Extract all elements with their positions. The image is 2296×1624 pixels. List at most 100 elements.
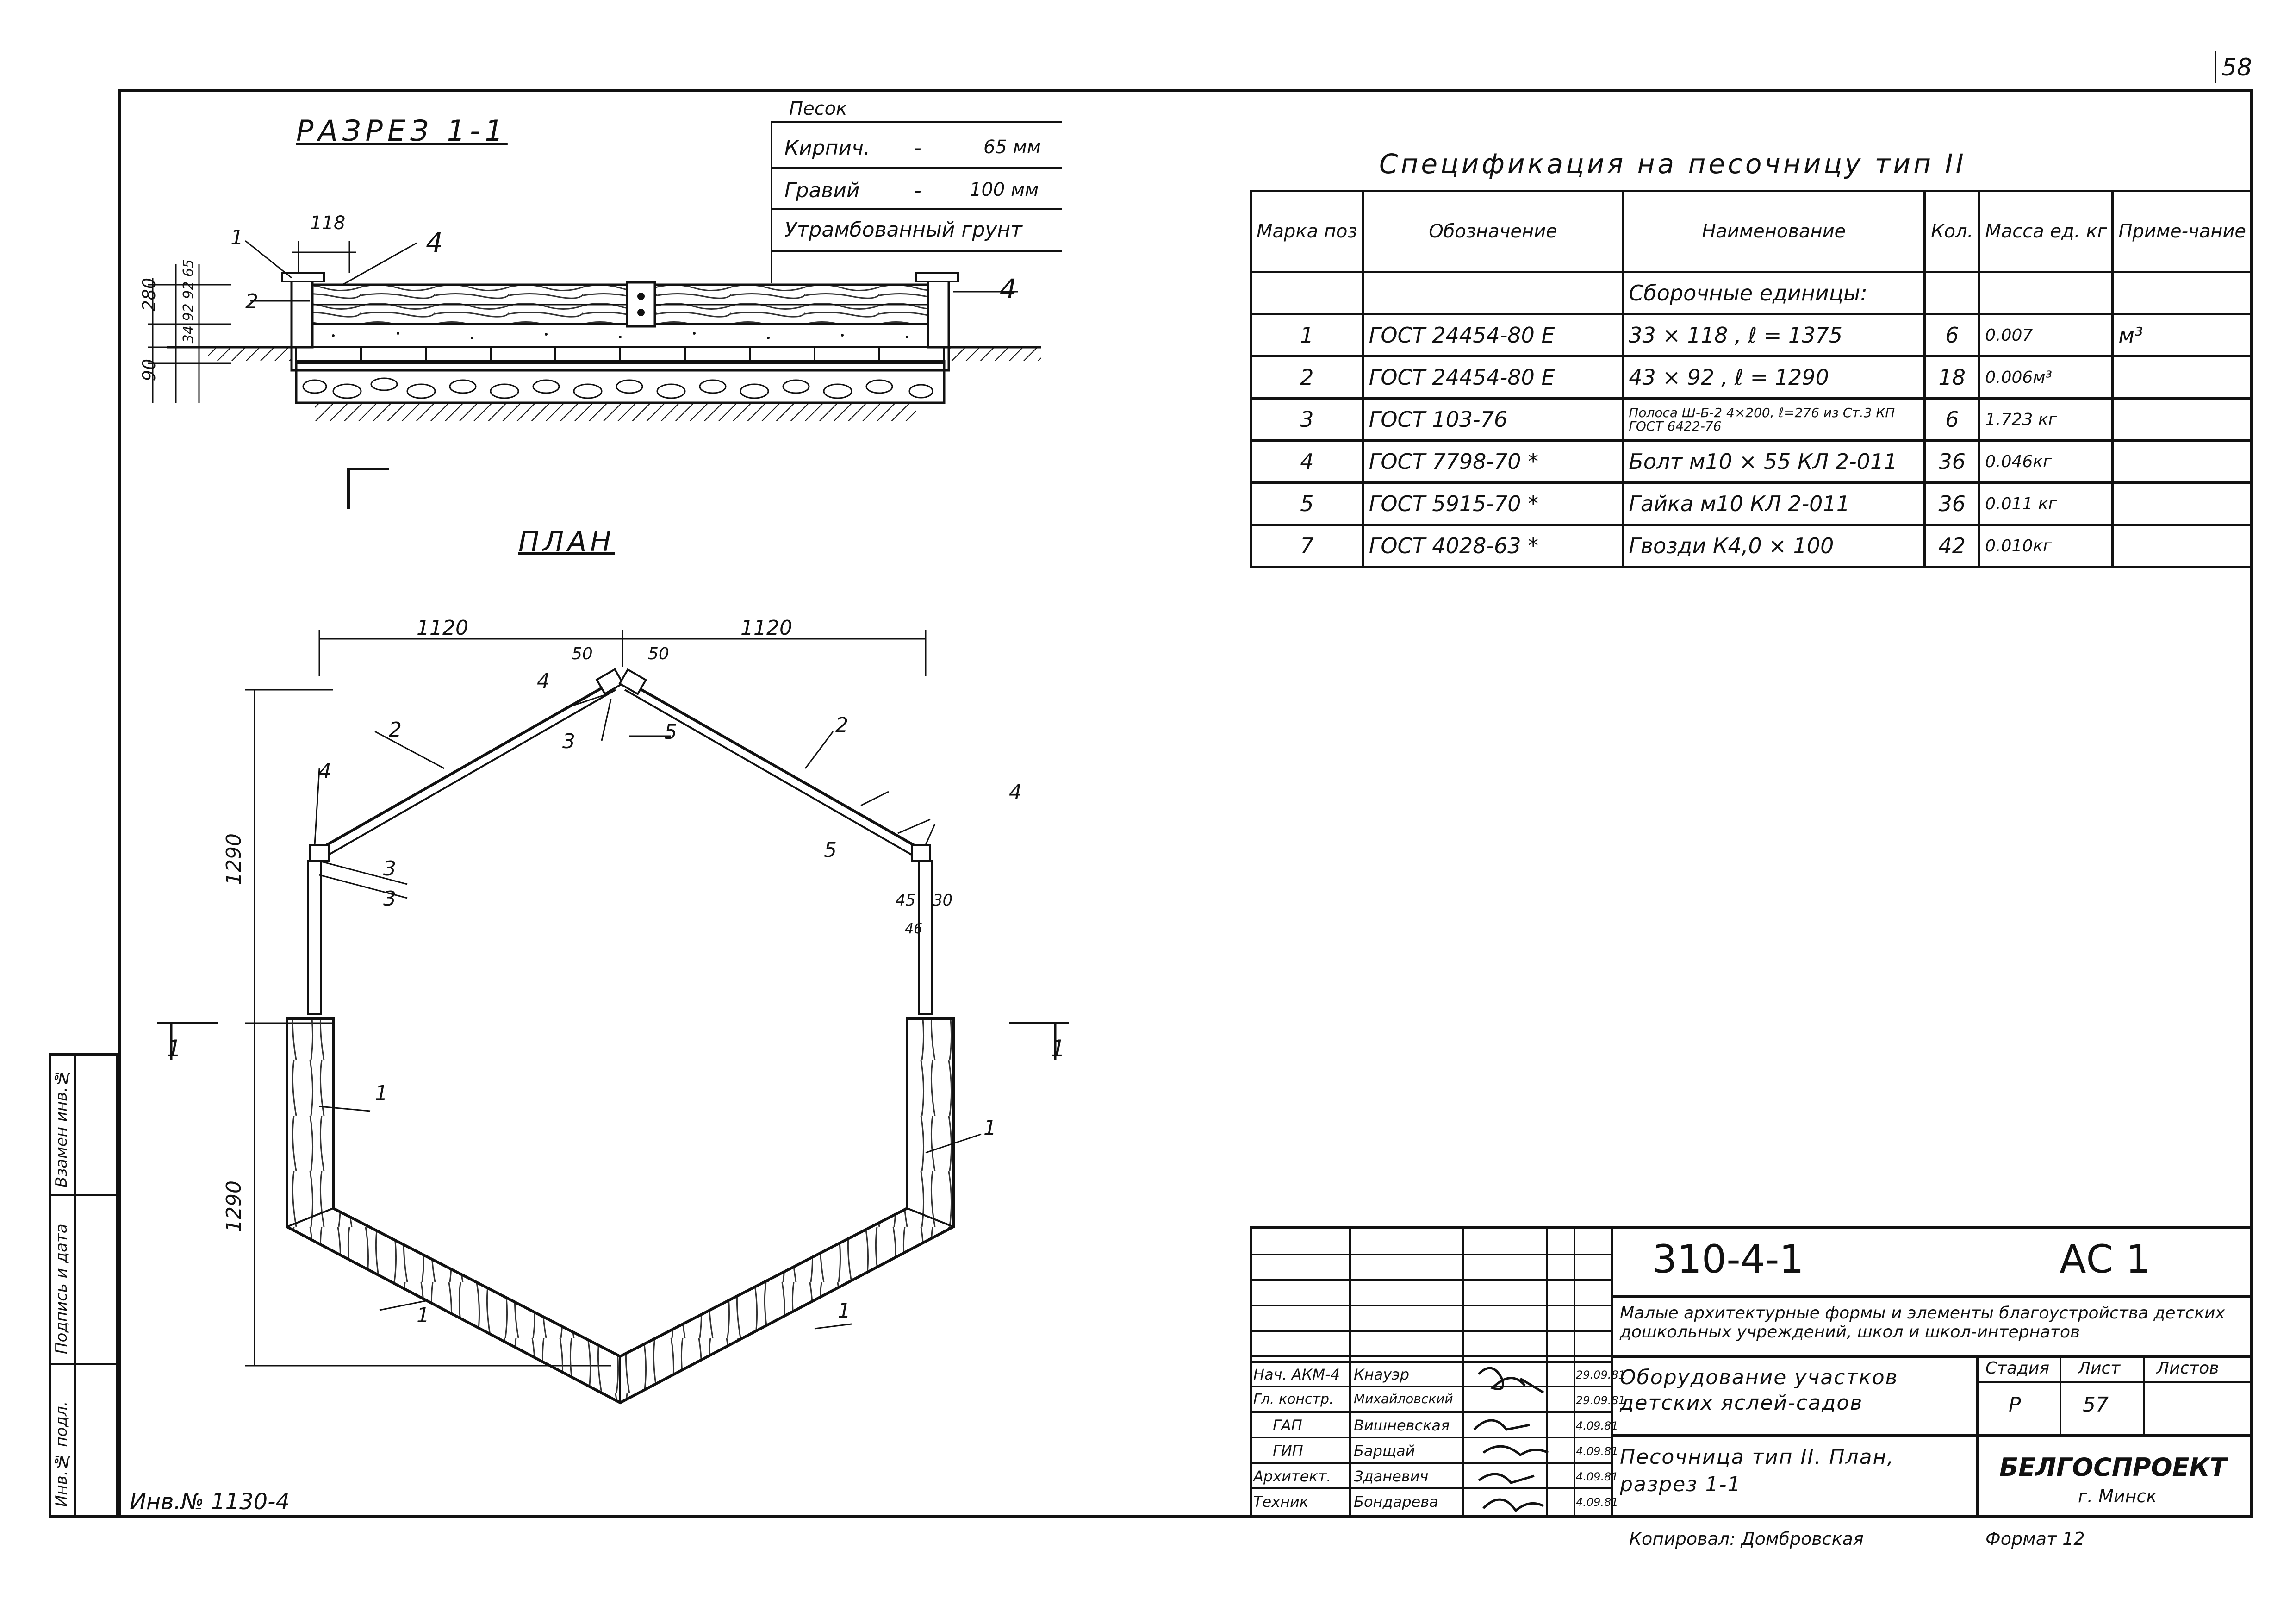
- drawing-name: Песочница тип II. План, разрез 1-1: [1620, 1445, 1895, 1497]
- spec-name: Болт м10 × 55 КЛ 2-011: [1622, 439, 1926, 484]
- stamp-role: Нач. АКМ-4: [1253, 1366, 1340, 1383]
- section-mark-left: 1: [167, 1035, 181, 1062]
- spec-qty: 42: [1923, 524, 1981, 568]
- side-strip: Взамен инв.№ Подпись и дата Инв.№ подл.: [49, 1053, 118, 1518]
- layer-value: 65 мм: [983, 137, 1041, 158]
- spec-title: Спецификация на песочницу тип II: [1379, 148, 1966, 180]
- spec-header: Масса ед. кг: [1978, 190, 2114, 273]
- spec-mass: 0.007: [1978, 313, 2114, 357]
- spec-note: [2111, 524, 2253, 568]
- dim-118: 118: [310, 212, 346, 234]
- stage-value: Р: [2009, 1393, 2021, 1417]
- plan-callout-1-left: 1: [375, 1081, 388, 1105]
- object-name: Оборудование участков детских яслей-садо…: [1620, 1366, 1898, 1415]
- plan-callout-3-left: 3: [383, 857, 396, 881]
- ground-hatch: [315, 403, 916, 421]
- inventory-number: Инв.№ 1130-4: [130, 1489, 290, 1515]
- spec-qty: 6: [1923, 397, 1981, 442]
- table-row: 1 ГОСТ 24454-80 Е 33 × 118 , ℓ = 1375 6 …: [1250, 313, 2253, 357]
- spec-note: [2111, 481, 2253, 526]
- plan-dim-45: 45: [896, 891, 916, 910]
- title-block: Нач. АКМ-4 Кнауэр 29.09.81 Гл. констр. М…: [1250, 1226, 2253, 1518]
- plan-callout-1-bottom-left: 1: [417, 1304, 429, 1327]
- section-mark-right: 1: [1051, 1035, 1065, 1062]
- stamp-date: 29.09.81: [1576, 1368, 1625, 1381]
- spec-name: 33 × 118 , ℓ = 1375: [1622, 313, 1926, 357]
- section-drawing: [148, 240, 1041, 421]
- stamp-role: ГАП: [1273, 1417, 1302, 1434]
- plan-callout-4-left: 4: [318, 760, 331, 783]
- joint-plate: [626, 281, 656, 328]
- sheet-label: Лист: [2078, 1359, 2121, 1378]
- organization-city: г. Минск: [2078, 1486, 2157, 1506]
- plan-callout-5-right: 5: [824, 838, 837, 862]
- page-number-tick: [2215, 51, 2216, 83]
- sheets-label: Листов: [2157, 1359, 2219, 1378]
- plan-drawing: [157, 630, 1069, 1405]
- table-row: 3 ГОСТ 103-76 Полоса Ш-Б-2 4×200, ℓ=276 …: [1250, 397, 2253, 442]
- layer-dash: -: [914, 136, 921, 160]
- spec-table: Марка поз Обозначение Наименование Кол. …: [1250, 190, 2253, 568]
- spec-mass: 1.723 кг: [1978, 397, 2114, 442]
- layer-header: Песок: [789, 98, 847, 119]
- side-label-inv: Инв.№ подл.: [52, 1401, 71, 1507]
- layer-legend: Песок Кирпич. - 65 мм Гравий - 100 мм Ут…: [771, 97, 1062, 285]
- spec-name: Полоса Ш-Б-2 4×200, ℓ=276 из Ст.3 КП ГОС…: [1622, 397, 1926, 442]
- spec-pos: 2: [1250, 355, 1364, 400]
- stamp-person: Кнауэр: [1354, 1366, 1410, 1383]
- spec-pos: 5: [1250, 481, 1364, 526]
- layer-name: Утрамбованный грунт: [784, 218, 1022, 242]
- plan-callout-4: 4: [537, 669, 550, 693]
- view-bracket: [347, 468, 389, 470]
- spec-name: Гвозди К4,0 × 100: [1622, 524, 1926, 568]
- spec-header: Марка поз: [1250, 190, 1364, 273]
- signatures: [1473, 1367, 1549, 1512]
- spec-designation: ГОСТ 103-76: [1362, 397, 1624, 442]
- cap-board: [281, 272, 325, 282]
- stamp-role: Гл. констр.: [1253, 1391, 1334, 1407]
- spec-mass: 0.010кг: [1978, 524, 2114, 568]
- copied-by: Копировал: Домбровская: [1629, 1529, 1864, 1549]
- stamp-person: Михайловский: [1354, 1391, 1453, 1406]
- drawing-frame: [118, 89, 2253, 1518]
- stamp-date: 4.09.81: [1576, 1419, 1618, 1432]
- spec-header-row: Марка поз Обозначение Наименование Кол. …: [1250, 190, 2253, 273]
- stamp-person: Барщай: [1354, 1442, 1415, 1460]
- spec-note: м³: [2111, 313, 2253, 357]
- table-row: 4 ГОСТ 7798-70 * Болт м10 × 55 КЛ 2-011 …: [1250, 439, 2253, 484]
- stamp-role: ГИП: [1273, 1442, 1303, 1460]
- plan-dim-50-left: 50: [572, 644, 593, 663]
- side-label-replace: Взамен инв.№: [52, 1068, 71, 1187]
- spec-name: Гайка м10 КЛ 2-011: [1622, 481, 1926, 526]
- stamp-date: 4.09.81: [1576, 1445, 1618, 1458]
- layer-dash: -: [914, 179, 921, 202]
- spec-designation: ГОСТ 24454-80 Е: [1362, 355, 1624, 400]
- signature-grid: Нач. АКМ-4 Кнауэр 29.09.81 Гл. констр. М…: [1250, 1226, 1625, 1518]
- stamp-role: Техник: [1253, 1493, 1309, 1511]
- table-row: 2 ГОСТ 24454-80 Е 43 × 92 , ℓ = 1290 18 …: [1250, 355, 2253, 400]
- layer-name: Гравий: [784, 179, 860, 202]
- dim-90: 90: [139, 359, 159, 381]
- stage-label: Стадия: [1985, 1359, 2050, 1378]
- callout-4: 4: [426, 227, 443, 258]
- spec-qty: 36: [1923, 439, 1981, 484]
- plan-dim-1120-left: 1120: [417, 616, 468, 640]
- plan-dim-30: 30: [933, 891, 953, 910]
- spec-group-row: Сборочные единицы:: [1250, 271, 2253, 315]
- spec-name: 43 × 92 , ℓ = 1290: [1622, 355, 1926, 400]
- ground-line: [167, 346, 1041, 372]
- stamp-date: 29.09.81: [1576, 1394, 1625, 1407]
- spec-qty: 36: [1923, 481, 1981, 526]
- spec-pos: 3: [1250, 397, 1364, 442]
- spec-designation: ГОСТ 7798-70 *: [1362, 439, 1624, 484]
- spec-mass: 0.011 кг: [1978, 481, 2114, 526]
- plan-lower-boards: [286, 1017, 955, 1405]
- stamp-person: Вишневская: [1354, 1417, 1450, 1434]
- stamp-date: 4.09.81: [1576, 1470, 1618, 1483]
- sheet-value: 57: [2083, 1393, 2109, 1417]
- plan-callout-2-right: 2: [835, 713, 848, 737]
- dim-stack: 34 92 92 65: [180, 259, 197, 344]
- layer-value: 100 мм: [970, 179, 1039, 200]
- spec-header: Приме-чание: [2111, 190, 2253, 273]
